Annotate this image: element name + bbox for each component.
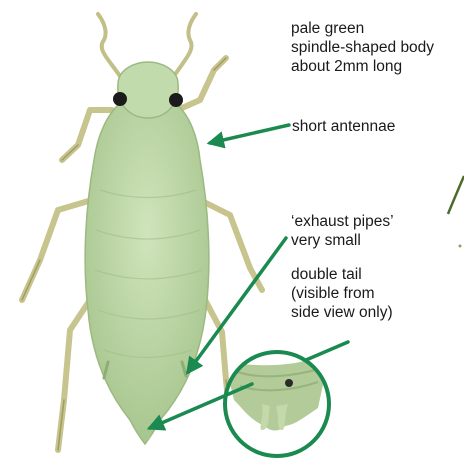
label-double-tail: double tail (visible from side view only…: [291, 265, 461, 322]
aphid-cauda: [138, 430, 152, 441]
antenna-left: [98, 14, 124, 82]
plant-stem: [448, 176, 464, 214]
connector-inset: [306, 342, 348, 360]
eye-left: [113, 92, 127, 106]
aphid-head: [118, 62, 178, 118]
tail-inset: [224, 352, 330, 456]
aphid-body: [85, 92, 209, 444]
leg-hind-left: [58, 300, 90, 450]
leg-mid-left: [22, 200, 92, 300]
label-exhaust-pipes: ‘exhaust pipes’ very small: [291, 212, 461, 250]
eye-right: [169, 93, 183, 107]
arrow-antennae: [210, 125, 289, 143]
label-antennae: short antennae: [292, 117, 462, 136]
label-body-description: pale green spindle-shaped body about 2mm…: [291, 19, 464, 76]
